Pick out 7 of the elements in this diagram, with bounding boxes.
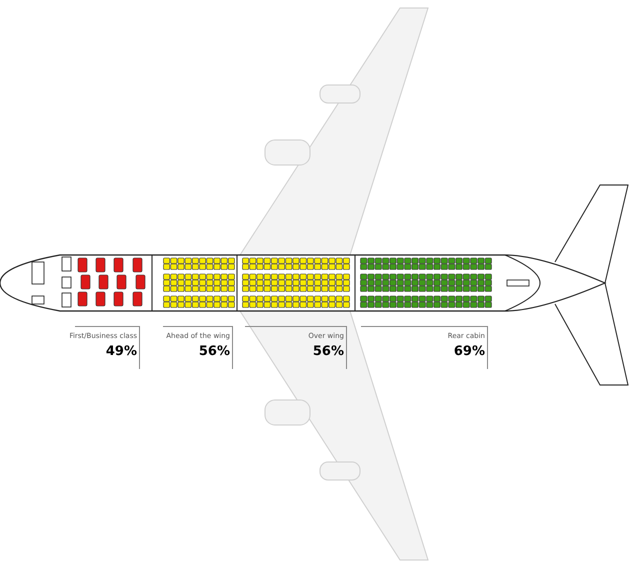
percentage-value: 69% <box>454 344 485 360</box>
callout-box <box>163 326 233 369</box>
percentage-value: 49% <box>106 344 137 360</box>
callout-box <box>245 326 347 369</box>
percentage-value: 56% <box>312 344 344 360</box>
percentage-value: 56% <box>198 344 230 360</box>
callout-box <box>361 326 488 369</box>
